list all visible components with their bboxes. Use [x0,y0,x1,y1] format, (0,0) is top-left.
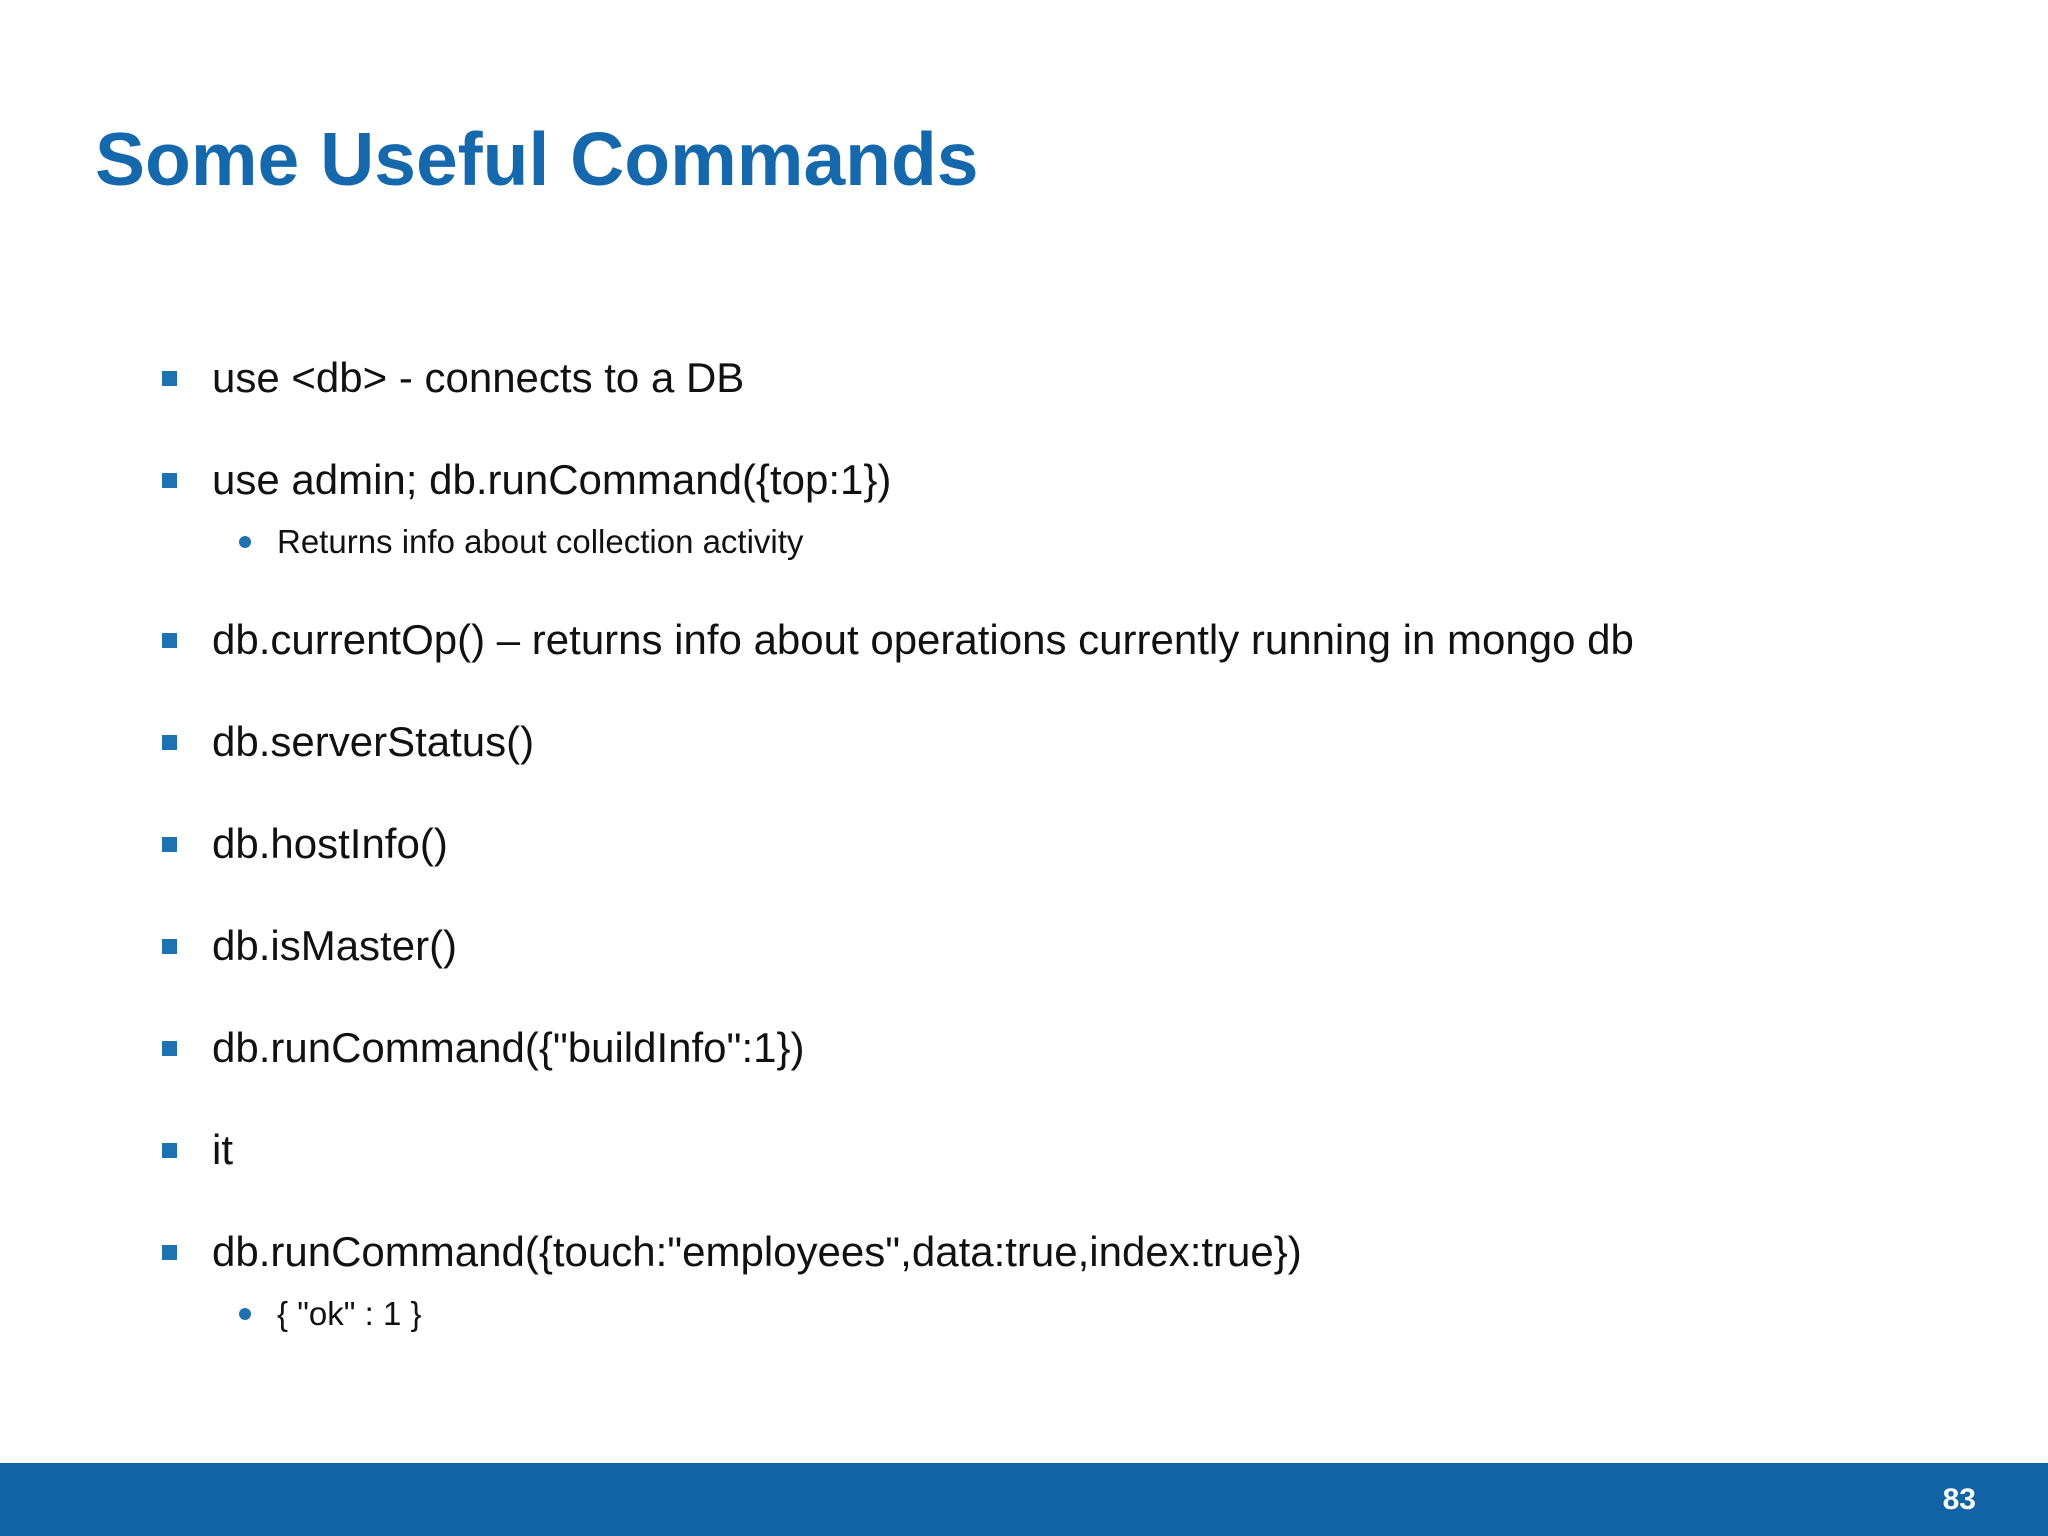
bullet-item-currentop: db.currentOp() – returns info about oper… [162,614,1998,666]
bullet-text: use <db> - connects to a DB [212,354,745,401]
square-bullet-icon [162,735,177,750]
sub-bullet-text: Returns info about collection activity [277,523,804,560]
bullet-text: db.hostInfo() [212,820,448,867]
square-bullet-icon [162,1143,177,1158]
sub-bullet-item-ok: { "ok" : 1 } [162,1292,1998,1336]
square-bullet-icon [162,837,177,852]
bullet-item-use-db: use <db> - connects to a DB [162,352,1998,404]
bullet-text: db.runCommand({"buildInfo":1}) [212,1024,805,1071]
bullet-text: it [212,1126,233,1173]
round-bullet-icon [239,1308,251,1320]
bullet-text: db.isMaster() [212,922,458,969]
square-bullet-icon [162,1245,177,1260]
sub-bullet-item-returns-info: Returns info about collection activity [162,520,1998,564]
square-bullet-icon [162,939,177,954]
bullet-item-use-admin: use admin; db.runCommand({top:1}) [162,454,1998,506]
sub-bullet-text: { "ok" : 1 } [277,1295,422,1332]
footer-bar: 83 [0,1463,2048,1536]
square-bullet-icon [162,473,177,488]
bullet-item-hostinfo: db.hostInfo() [162,818,1998,870]
bullet-item-serverstatus: db.serverStatus() [162,716,1998,768]
bullet-text: db.currentOp() – returns info about oper… [212,616,1634,663]
bullet-item-it: it [162,1124,1998,1176]
square-bullet-icon [162,1041,177,1056]
slide-title: Some Useful Commands [95,117,979,201]
bullet-text: db.runCommand({touch:"employees",data:tr… [212,1228,1302,1275]
square-bullet-icon [162,371,177,386]
page-number: 83 [1942,1482,1976,1516]
round-bullet-icon [239,536,251,548]
square-bullet-icon [162,633,177,648]
bullet-text: use admin; db.runCommand({top:1}) [212,456,892,503]
bullet-item-buildinfo: db.runCommand({"buildInfo":1}) [162,1022,1998,1074]
bullet-text: db.serverStatus() [212,718,535,765]
bullet-item-ismaster: db.isMaster() [162,920,1998,972]
bullet-item-touch: db.runCommand({touch:"employees",data:tr… [162,1226,1998,1278]
bullet-list: use <db> - connects to a DB use admin; d… [162,352,1998,1336]
